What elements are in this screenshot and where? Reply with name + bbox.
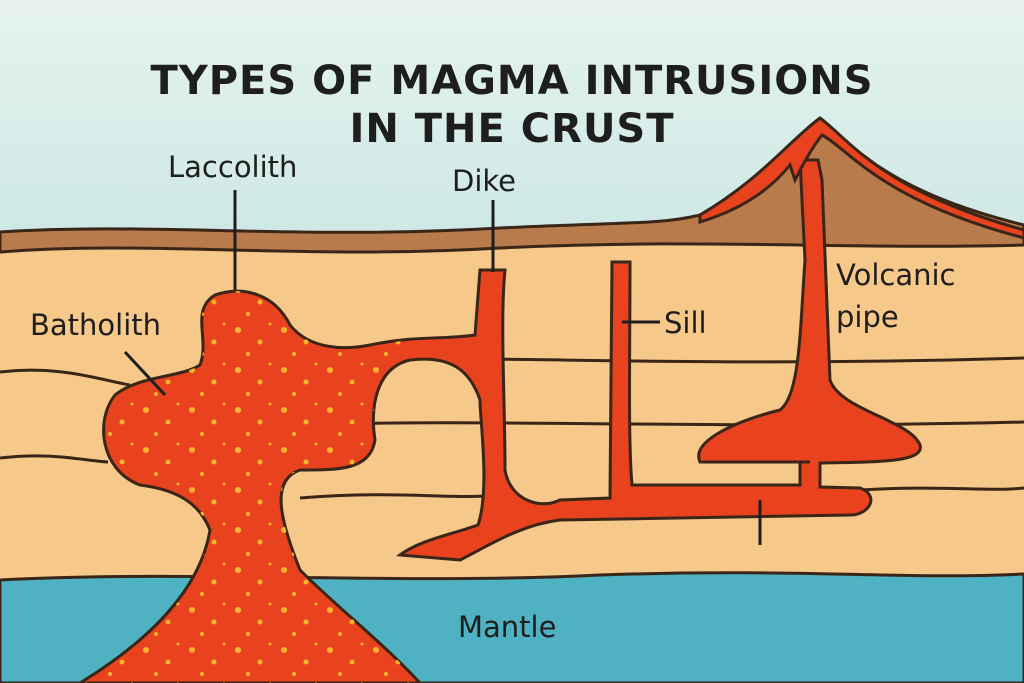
- label-dike: Dike: [452, 164, 516, 198]
- label-batholith: Batholith: [30, 308, 162, 342]
- title-line-2: IN THE CRUST: [349, 106, 675, 152]
- label-volcanic-pipe-line2: pipe: [836, 300, 899, 334]
- label-mantle: Mantle: [458, 610, 557, 644]
- magma-intrusions: [77, 116, 1024, 683]
- leader-lines: [123, 190, 762, 545]
- title-line-1: TYPES OF MAGMA INTRUSIONS: [150, 58, 874, 104]
- label-sill: Sill: [664, 306, 707, 340]
- label-laccolith: Laccolith: [168, 150, 298, 184]
- label-volcanic-pipe-line1: Volcanic: [836, 258, 956, 292]
- volcano-vent: [698, 116, 1024, 240]
